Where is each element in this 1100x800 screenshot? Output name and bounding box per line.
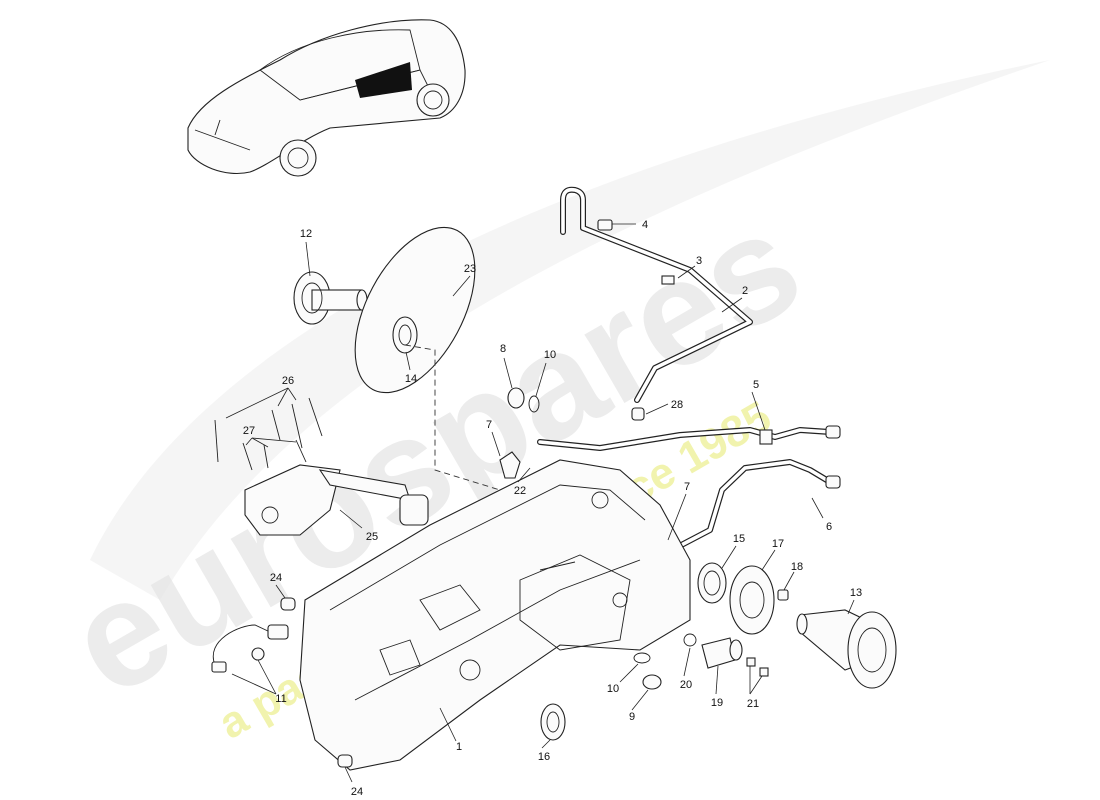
callout-21: 21 [747, 698, 759, 710]
part-8-plug [507, 387, 540, 413]
watermark-swoosh [90, 60, 1050, 600]
callout-27: 27 [243, 425, 255, 437]
callout-15: 15 [733, 533, 745, 545]
part-25-mount [244, 464, 429, 536]
callout-10b: 10 [607, 683, 619, 695]
part-15-seal [697, 562, 727, 604]
callout-9: 9 [629, 711, 635, 723]
callout-4: 4 [642, 219, 648, 231]
callout-18: 18 [791, 561, 803, 573]
callout-11: 11 [275, 693, 286, 705]
small-fittings [597, 219, 675, 421]
part-16-seal [540, 703, 566, 741]
part-2-pipe [560, 186, 753, 403]
callout-28: 28 [671, 399, 683, 411]
callout-17: 17 [772, 538, 784, 550]
callout-25: 25 [366, 531, 378, 543]
small-plugs [633, 633, 697, 690]
callout-20: 20 [680, 679, 692, 691]
callout-13: 13 [850, 587, 862, 599]
callout-14: 14 [405, 373, 417, 385]
part-5-pipe [537, 425, 841, 451]
part-1-gearbox [299, 459, 691, 771]
callout-3: 3 [696, 255, 702, 267]
leader-lines [225, 223, 855, 783]
callout-10a: 10 [544, 349, 556, 361]
callout-1: 1 [456, 741, 462, 753]
callout-6: 6 [826, 521, 832, 533]
callout-22: 22 [514, 485, 526, 497]
callout-7b: 7 [684, 481, 690, 493]
part-11-sensor [211, 624, 289, 673]
callout-2: 2 [742, 285, 748, 297]
callout-5: 5 [753, 379, 759, 391]
callout-19: 19 [711, 697, 723, 709]
callout-8: 8 [500, 343, 506, 355]
callout-12: 12 [300, 228, 312, 240]
callout-7a: 7 [486, 419, 492, 431]
callout-labels: 1 2 3 4 5 6 7 7 8 9 10 10 11 12 13 14 15… [243, 219, 862, 798]
part-12-flange [293, 271, 368, 325]
part-24-dowels [280, 597, 353, 768]
part-6-pipe [665, 459, 841, 555]
alignment-line [404, 344, 501, 491]
part-17-gasket [729, 565, 775, 635]
callout-24b: 24 [351, 786, 363, 798]
part-13-housing [796, 609, 897, 689]
callout-23: 23 [464, 263, 476, 275]
car-illustration [187, 19, 466, 177]
part-18-21-bolts [746, 589, 789, 677]
callout-26: 26 [282, 375, 294, 387]
callout-24a: 24 [270, 572, 282, 584]
callout-16: 16 [538, 751, 550, 763]
part-19-shaft [701, 637, 743, 669]
part-23-disc [354, 226, 476, 394]
bolts-26-27 [214, 397, 323, 471]
